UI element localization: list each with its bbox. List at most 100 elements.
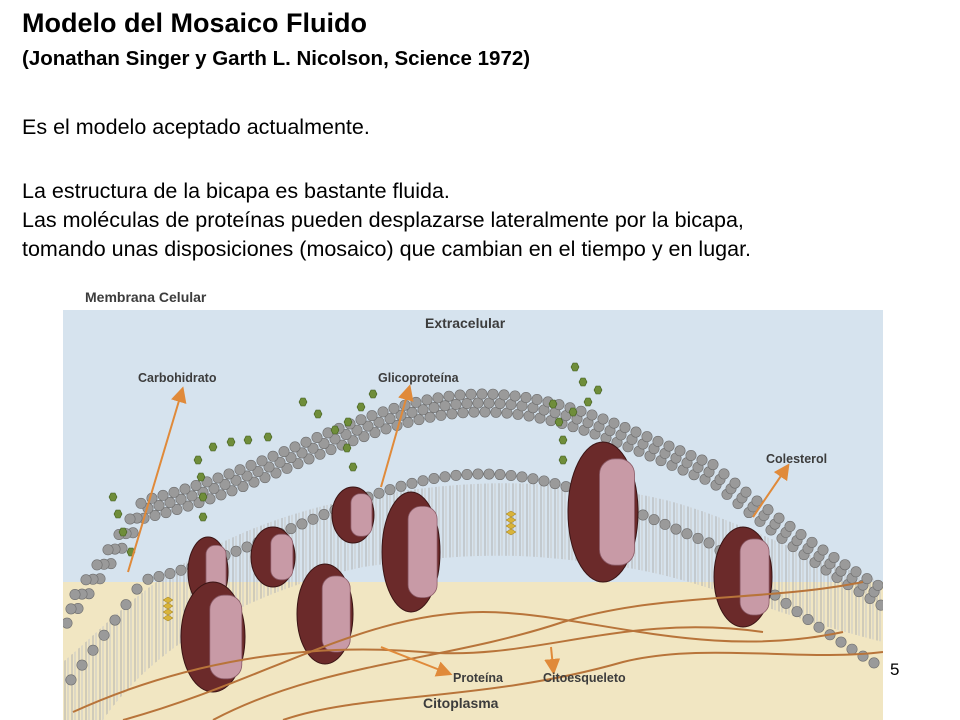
arrow-colesterol xyxy=(752,463,790,518)
label-proteina: Proteína xyxy=(453,671,504,685)
phospholipid-head xyxy=(795,528,807,540)
protein-channel xyxy=(321,575,351,653)
phospholipid-head xyxy=(538,475,550,487)
membrane-proteins xyxy=(180,441,773,693)
phospholipid-head xyxy=(237,481,249,493)
phospholipid-head xyxy=(450,398,462,410)
cholesterol-unit xyxy=(505,510,517,518)
sugar-unit xyxy=(558,455,568,465)
phospholipid-head xyxy=(248,476,260,488)
arrow-glicoproteina xyxy=(380,384,414,488)
phospholipid-head xyxy=(102,544,114,556)
phospholipid-head xyxy=(325,444,337,456)
phospholipid-head xyxy=(318,438,330,450)
phospholipid-head xyxy=(267,450,279,462)
paragraph-bilayer-description: La estructura de la bicapa es bastante f… xyxy=(22,177,751,264)
phospholipid-head xyxy=(435,409,447,421)
sugar-unit xyxy=(583,397,593,407)
phospholipid-head xyxy=(670,523,682,535)
phospholipid-head xyxy=(182,500,194,512)
phospholipid-head xyxy=(428,473,440,485)
phospholipid-head xyxy=(850,566,862,578)
phospholipid-head xyxy=(476,388,488,400)
phospholipid-head xyxy=(171,503,183,515)
phospholipid-head xyxy=(575,405,587,417)
label-carbohidrato: Carbohidrato xyxy=(138,371,217,385)
sugar-unit xyxy=(343,417,353,427)
phospholipid-head xyxy=(861,573,873,585)
sugar-unit xyxy=(548,399,558,409)
phospholipid-head xyxy=(652,435,664,447)
phospholipid-head xyxy=(208,482,220,494)
sugar-unit xyxy=(342,443,352,453)
phospholipid-head xyxy=(740,486,752,498)
arrow-proteina xyxy=(380,646,453,677)
sugar-unit xyxy=(558,435,568,445)
phospholipid-head xyxy=(285,452,297,464)
phospholipid-head xyxy=(373,487,385,499)
paragraph-line-2: Las moléculas de proteínas pueden despla… xyxy=(22,208,744,232)
phospholipid-head xyxy=(65,603,77,615)
phospholipid-head xyxy=(179,483,191,495)
phospholipid-head xyxy=(454,389,466,401)
cholesterol-unit xyxy=(505,516,517,524)
cholesterol-unit xyxy=(505,528,517,536)
phospholipid-head xyxy=(63,617,73,629)
protein-channel xyxy=(350,493,373,537)
phospholipid-head xyxy=(278,446,290,458)
membrane-diagram: Membrana Celular Extracelular Carbohidra… xyxy=(63,282,883,720)
phospholipid-head xyxy=(98,629,110,641)
phospholipid-head xyxy=(289,441,301,453)
phospholipid-head xyxy=(281,462,293,474)
phospholipid-head xyxy=(219,478,231,490)
phospholipid-head xyxy=(468,406,480,418)
phospholipid-head xyxy=(472,397,484,409)
phospholipid-head xyxy=(835,636,847,648)
cytoskeleton-fiber xyxy=(122,610,844,720)
phospholipid-head xyxy=(641,431,653,443)
phospholipid-head xyxy=(483,468,495,480)
phospholipid-head xyxy=(212,472,224,484)
sugar-unit xyxy=(193,455,203,465)
phospholipid-head xyxy=(410,396,422,408)
phospholipid-head xyxy=(762,504,774,516)
phospholipid-heads-outer xyxy=(63,388,883,629)
phospholipid-head xyxy=(124,513,136,525)
cytoskeleton-fiber xyxy=(282,651,883,720)
phospholipid-head xyxy=(630,426,642,438)
phospholipid-head xyxy=(76,659,88,671)
phospholipid-head xyxy=(91,559,103,571)
phospholipid-head xyxy=(707,459,719,471)
phospholipid-head xyxy=(817,544,829,556)
phospholipid-head xyxy=(311,432,323,444)
sugar-unit xyxy=(118,527,128,537)
phospholipid-head xyxy=(175,493,187,505)
arrow-citoesqueleto xyxy=(544,646,561,675)
phospholipid-head xyxy=(527,473,539,485)
phospholipid-head xyxy=(402,416,414,428)
phospholipid-head xyxy=(443,390,455,402)
phospholipid-head xyxy=(637,509,649,521)
phospholipid-head xyxy=(69,589,81,601)
sugar-unit xyxy=(356,402,366,412)
label-colesterol: Colesterol xyxy=(766,452,827,466)
cholesterol-unit xyxy=(162,596,174,604)
slide-subtitle: (Jonathan Singer y Garth L. Nicolson, Sc… xyxy=(22,47,531,70)
sugar-unit xyxy=(198,492,208,502)
sugar-unit xyxy=(108,492,118,502)
phospholipid-head xyxy=(424,411,436,423)
phospholipid-head xyxy=(472,468,484,480)
phospholipid-head xyxy=(413,414,425,426)
sugar-unit xyxy=(554,417,564,427)
phospholipid-head xyxy=(828,551,840,563)
phospholipid-head xyxy=(263,461,275,473)
phospholipid-head xyxy=(417,404,429,416)
phospholipid-head xyxy=(120,599,132,611)
phospholipid-head xyxy=(791,606,803,618)
sugar-unit xyxy=(243,435,253,445)
phospholipid-head xyxy=(421,394,433,406)
phospholipid-head xyxy=(868,657,880,669)
phospholipid-head xyxy=(245,459,257,471)
phospholipid-head xyxy=(223,468,235,480)
protein-channel xyxy=(407,505,438,598)
